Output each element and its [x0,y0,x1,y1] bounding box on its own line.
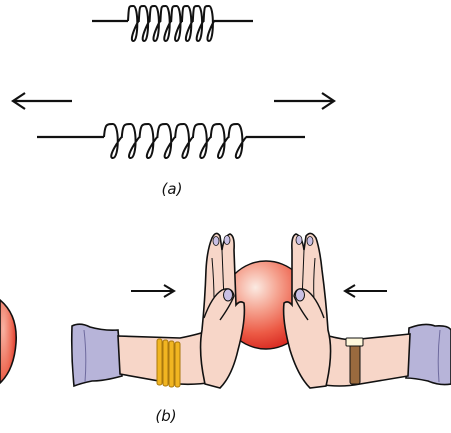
caption-part-a: (a) [162,180,183,198]
spring-diagram-a [13,6,334,158]
right-sleeve [406,324,451,384]
arrow-left-icon [13,93,72,109]
left-hand-icon [72,233,245,388]
right-hand-icon [284,233,451,388]
coil-spring-stretched-icon [37,124,305,158]
bangle-icon [157,339,180,387]
caption-part-b: (b) [155,407,176,425]
coil-spring-compressed-icon [92,6,253,41]
fingernail-icon [296,289,305,301]
arrow-right-icon [274,93,334,109]
fingernail-icon [224,289,233,301]
hands-ball-diagram-b [0,233,451,388]
arrow-left-icon [345,285,387,297]
arrow-right-icon [131,285,174,297]
left-sleeve [72,324,122,386]
partial-ball-icon [0,300,16,383]
